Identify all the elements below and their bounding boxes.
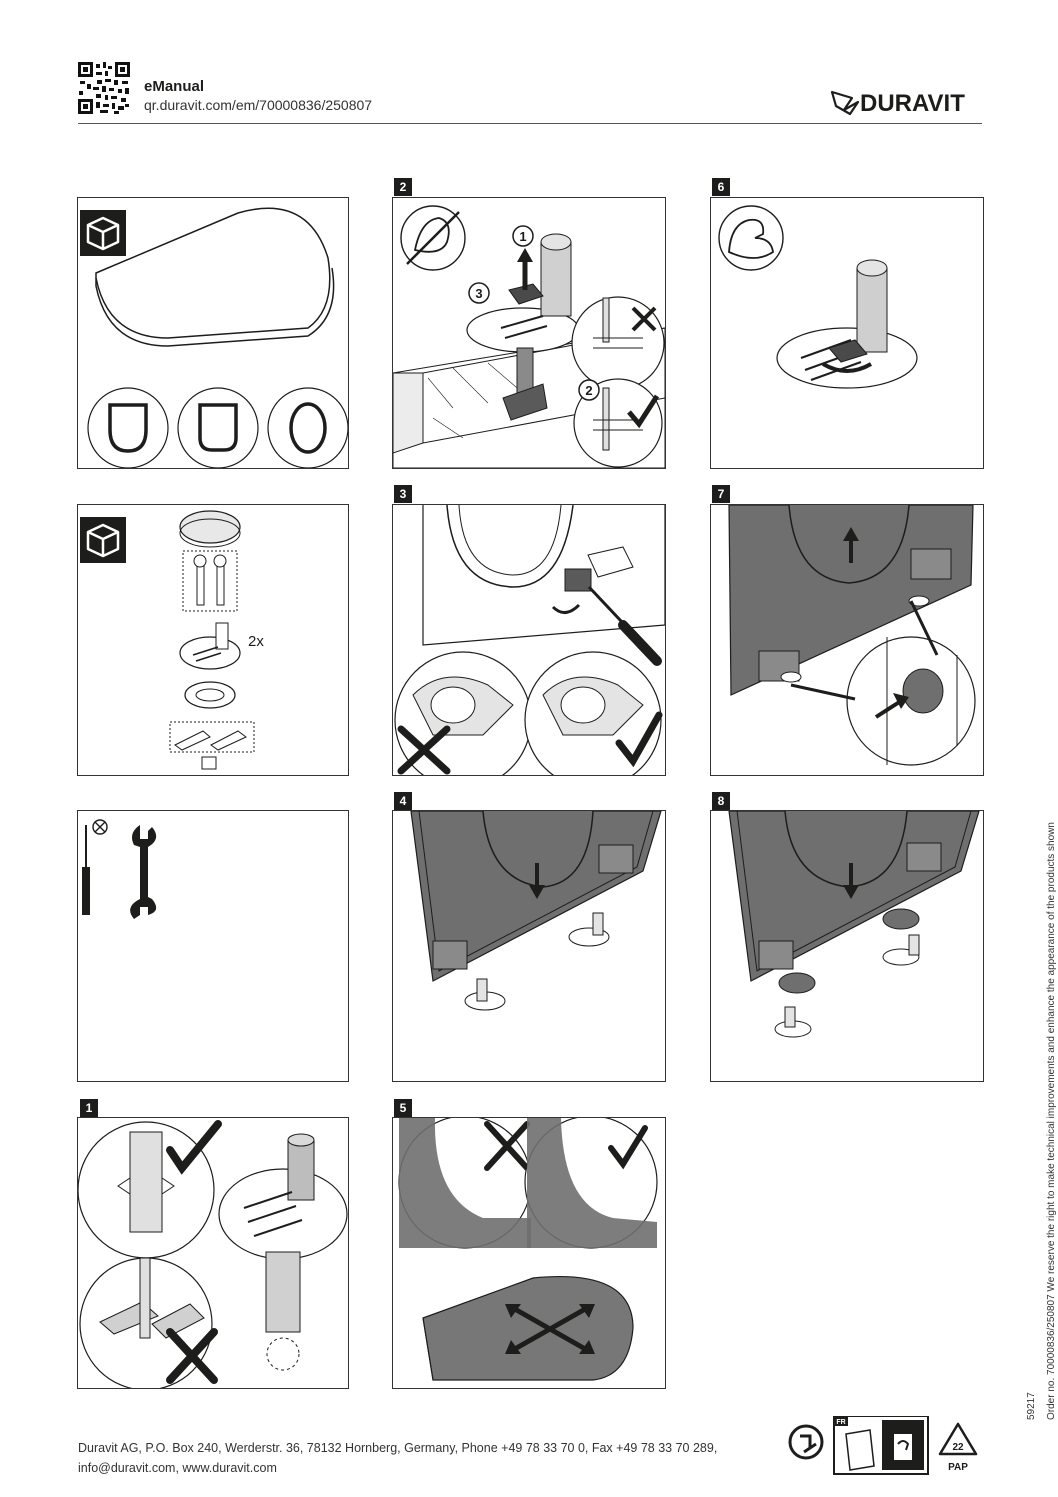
svg-text:22: 22 <box>952 1442 964 1453</box>
cross-icon <box>397 725 451 775</box>
rotate-arrow-icon <box>551 603 581 614</box>
panel-step-3 <box>392 504 666 776</box>
bolts-group <box>182 550 238 612</box>
cross-icon <box>484 1121 530 1171</box>
cover-cap <box>179 510 241 544</box>
footer-line-2[interactable]: info@duravit.com, www.duravit.com <box>78 1461 277 1475</box>
check-icon <box>166 1120 222 1175</box>
step-number-4: 4 <box>394 792 412 810</box>
nut <box>201 756 217 770</box>
qr-code <box>78 62 130 114</box>
panel-step-6 <box>710 197 984 469</box>
panel-step-8 <box>710 810 984 1082</box>
check-icon <box>608 1125 648 1170</box>
footer-line-1: Duravit AG, P.O. Box 240, Werderstr. 36,… <box>78 1441 718 1455</box>
document-code: 59217 <box>1026 1392 1037 1420</box>
shape-option-3 <box>267 387 348 468</box>
footer-address: Duravit AG, P.O. Box 240, Werderstr. 36,… <box>78 1438 778 1478</box>
panel-parts-list: 2x <box>77 504 349 776</box>
base-plate <box>179 636 241 670</box>
sorting-info-icon: FR <box>833 1416 929 1475</box>
order-disclaimer: Order no. 70000836/250807 We reserve the… <box>1046 822 1057 1420</box>
shape-option-1 <box>87 387 169 468</box>
duravit-logo: DURAVIT <box>830 90 965 117</box>
hex-nut <box>828 339 868 363</box>
emanual-url[interactable]: qr.duravit.com/em/70000836/250807 <box>144 97 373 113</box>
wrench-icon <box>130 825 157 919</box>
panel-tools <box>77 810 349 1082</box>
duravit-wordmark: DURAVIT <box>860 90 965 117</box>
svg-text:3: 3 <box>475 286 482 301</box>
seat-lid <box>422 1275 634 1381</box>
seat-lid-illustration <box>95 207 331 339</box>
triman-icon <box>788 1424 824 1460</box>
no-phillips-icon <box>92 819 108 835</box>
order-badge-3 <box>468 282 490 304</box>
cover-cap-left <box>778 972 816 994</box>
panel-step-7 <box>710 504 984 776</box>
svg-text:PAP: PAP <box>948 1462 968 1473</box>
align-arrows-icon <box>511 1305 589 1353</box>
svg-text:1: 1 <box>519 229 526 244</box>
panel-seat-shapes <box>77 197 349 469</box>
panel-step-4 <box>392 810 666 1082</box>
step-number-7: 7 <box>712 485 730 503</box>
arrow-icon <box>874 699 903 719</box>
svg-text:FR: FR <box>836 1419 845 1426</box>
order-badge-1 <box>512 225 534 247</box>
svg-text:2: 2 <box>585 383 592 398</box>
check-icon <box>615 711 663 768</box>
cover-cap-right <box>882 908 920 930</box>
buffer-pad <box>902 668 944 714</box>
check-icon <box>627 394 660 429</box>
hinge-screw <box>564 568 592 592</box>
step-number-2: 2 <box>394 178 412 196</box>
panel-step-5 <box>392 1117 666 1389</box>
panel-step-2: 1 3 2 <box>392 197 666 469</box>
recycling-marks: FR 22 PAP <box>788 1416 978 1475</box>
pap-22-icon: 22 PAP <box>938 1422 978 1473</box>
anchor-group <box>169 721 255 753</box>
header-divider <box>78 123 982 124</box>
shape-option-2 <box>177 387 259 468</box>
emanual-title: eManual <box>144 78 205 95</box>
panel-step-1 <box>77 1117 349 1389</box>
screwdriver-icon <box>82 867 90 915</box>
cross-icon <box>166 1328 218 1384</box>
step-number-3: 3 <box>394 485 412 503</box>
quantity-label: 2x <box>248 633 264 650</box>
step-number-5: 5 <box>394 1099 412 1117</box>
detail-circle-correct <box>573 378 663 468</box>
step-number-8: 8 <box>712 792 730 810</box>
rotate-arrow-icon <box>821 362 873 373</box>
order-badge-2 <box>578 379 600 401</box>
step-number-1: 1 <box>80 1099 98 1117</box>
strength-icon <box>718 205 784 271</box>
step-number-6: 6 <box>712 178 730 196</box>
